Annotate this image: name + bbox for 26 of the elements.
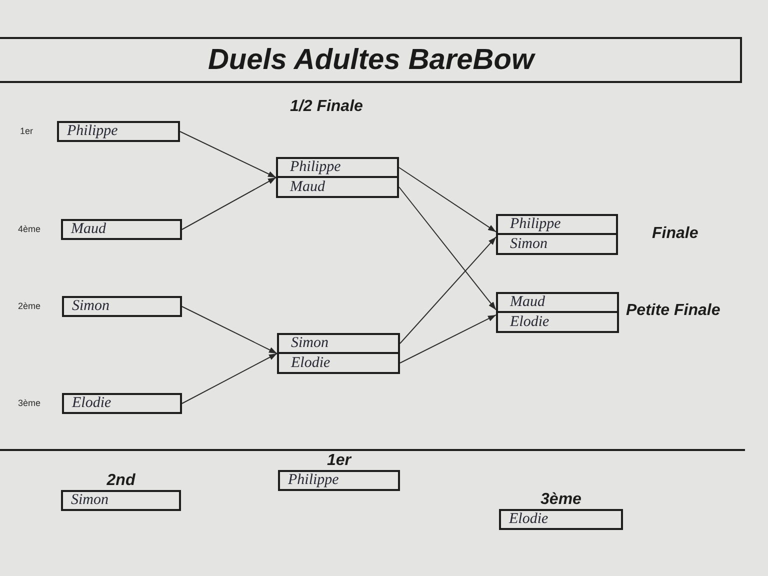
round-heading: 1/2 Finale (290, 99, 363, 115)
arrow (398, 167, 496, 232)
rank-label: 4ème (18, 223, 41, 235)
rank-heading: 2nd (106, 473, 136, 489)
rank-label: 3ème (18, 397, 41, 409)
name-field: Elodie (62, 393, 182, 414)
rank-label: 1er (20, 125, 34, 137)
arrow (180, 131, 276, 178)
name-field: Simon (61, 490, 181, 511)
name-field: Philippe (57, 121, 180, 142)
name-field: Simon (62, 296, 182, 317)
arrow (400, 314, 496, 364)
rank-heading: 1er (326, 453, 352, 469)
arrow (182, 177, 276, 230)
arrow (398, 186, 496, 310)
rank-heading: 3ème (540, 492, 582, 508)
arrow (182, 306, 278, 354)
arrow (182, 353, 278, 404)
arrow (400, 236, 496, 344)
round-label: Petite Finale (626, 301, 720, 321)
name-field: Philippe (278, 470, 400, 491)
name-field: Maud (61, 219, 182, 240)
round-label: Finale (652, 224, 698, 244)
rank-label: 2ème (18, 300, 41, 312)
title-banner: Duels Adultes BareBow (0, 37, 742, 83)
name-field: Elodie (499, 509, 623, 530)
